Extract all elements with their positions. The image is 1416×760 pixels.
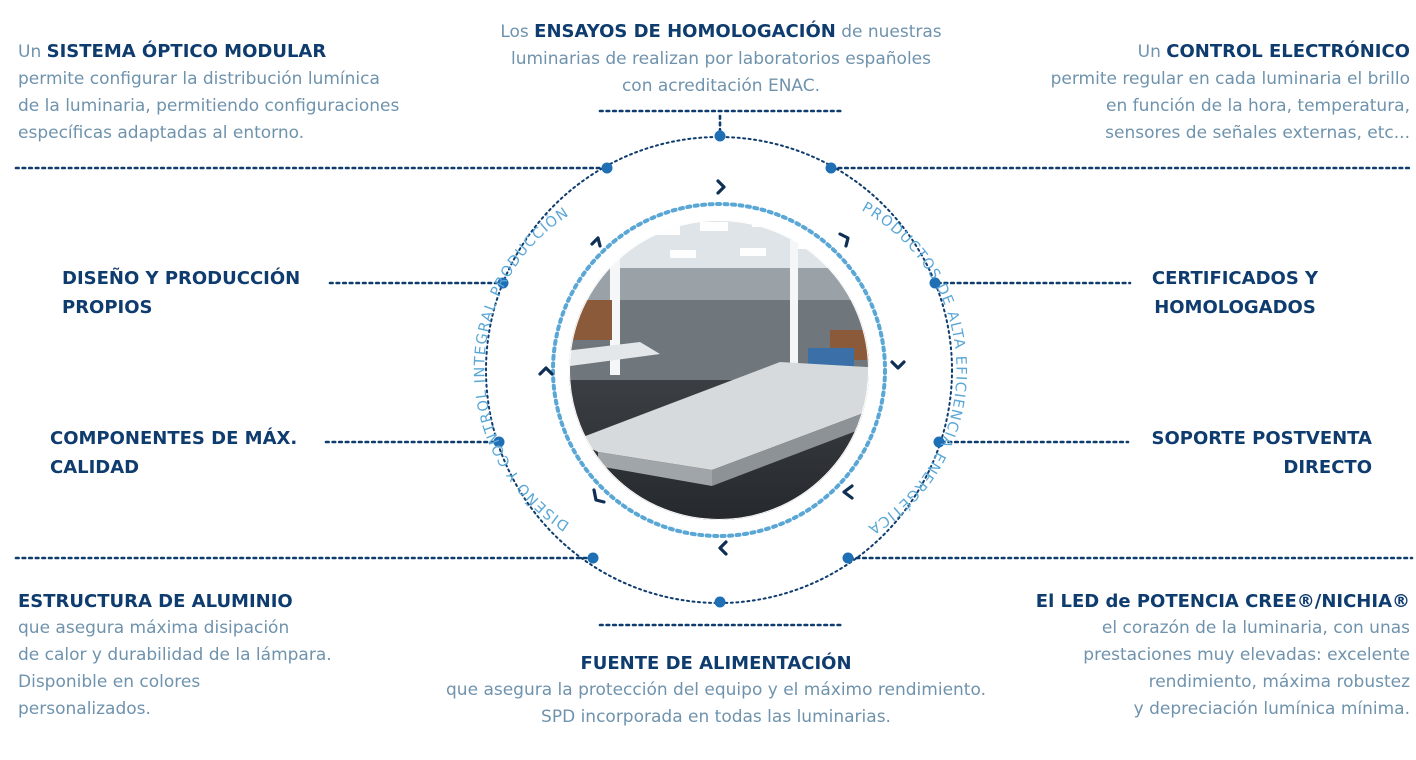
- optical-system-line: de la luminaria, permitiendo configuraci…: [18, 96, 400, 116]
- node-left-2: [493, 436, 505, 448]
- chevron-down-icon: [890, 360, 906, 370]
- node-bottom-right: [842, 552, 854, 564]
- led-line: rendimiento, máxima robustez: [1148, 672, 1410, 692]
- ring-chevrons: [538, 179, 906, 556]
- node-right-1: [929, 277, 941, 289]
- chevron-left-icon: [842, 484, 854, 500]
- certified-label: CERTIFICADOS Y HOMOLOGADOS: [1130, 264, 1340, 322]
- aluminium-line: que asegura máxima disipación: [18, 618, 290, 638]
- optical-system-line: específicas adaptadas al entorno.: [18, 123, 305, 143]
- heading-title: ENSAYOS DE HOMOLOGACIÓN: [534, 21, 836, 42]
- chevron-right-icon: [838, 232, 850, 248]
- label-line: COMPONENTES DE MÁX.: [50, 428, 298, 449]
- electronic-control-line: sensores de señales externas, etc...: [1105, 123, 1410, 143]
- ring-text-left: DISEÑO Y CONTROL INTEGRAL PRODUCCIÓN: [472, 205, 572, 534]
- label-line: DISEÑO Y PRODUCCIÓN: [62, 268, 301, 289]
- homologation-heading: Los ENSAYOS DE HOMOLOGACIÓN de nuestras: [456, 18, 986, 46]
- heading-title: CONTROL ELECTRÓNICO: [1166, 41, 1410, 62]
- own-design-label: DISEÑO Y PRODUCCIÓN PROPIOS: [62, 264, 300, 322]
- aluminium-structure-block: ESTRUCTURA DE ALUMINIO que asegura máxim…: [18, 588, 438, 723]
- label-line: CERTIFICADOS Y: [1151, 268, 1319, 289]
- heading-suffix: de nuestras: [835, 22, 942, 42]
- aluminium-line: de calor y durabilidad de la lámpara.: [18, 645, 332, 665]
- workshop-photo: [569, 220, 869, 520]
- led-line: el corazón de la luminaria, con unas: [1101, 618, 1410, 638]
- node-left-1: [497, 277, 509, 289]
- aluminium-line: Disponible en colores: [18, 672, 201, 692]
- label-line: DIRECTO: [1283, 457, 1372, 478]
- optical-system-block: Un SISTEMA ÓPTICO MODULAR permite config…: [18, 38, 458, 147]
- led-line: y depreciación lumínica mínima.: [1133, 699, 1410, 719]
- heading-prefix: Los: [500, 22, 535, 42]
- label-line: CALIDAD: [50, 457, 140, 478]
- heading-prefix: Un: [18, 42, 47, 62]
- node-bottom-left: [587, 552, 599, 564]
- node-bottom: [714, 596, 726, 608]
- chevron-up-icon: [590, 236, 602, 248]
- aluminium-heading: ESTRUCTURA DE ALUMINIO: [18, 591, 293, 612]
- power-supply-heading: FUENTE DE ALIMENTACIÓN: [580, 653, 852, 674]
- separator-lines: [14, 109, 1414, 627]
- electronic-control-heading: Un CONTROL ELECTRÓNICO: [950, 38, 1410, 66]
- aluminium-line: personalizados.: [18, 699, 151, 719]
- node-top-right: [825, 162, 837, 174]
- label-line: PROPIOS: [62, 297, 153, 318]
- ring-nodes: [493, 130, 945, 608]
- electronic-control-line: permite regular en cada luminaria el bri…: [1050, 69, 1410, 89]
- inner-ring: [551, 202, 887, 538]
- chevron-up-icon: [538, 366, 554, 376]
- homologation-line: luminarias de realizan por laboratorios …: [511, 49, 931, 69]
- chevron-left-icon: [718, 540, 728, 556]
- electronic-control-line: en función de la hora, temperatura,: [1106, 96, 1410, 116]
- after-sales-label: SOPORTE POSTVENTA DIRECTO: [1120, 424, 1373, 482]
- chevron-up-icon: [592, 488, 606, 504]
- ring-text-right: PRODUCTOS DE ALTA EFICIENCIA ENERGÉTICA: [859, 200, 968, 538]
- electronic-control-block: Un CONTROL ELECTRÓNICO permite regular e…: [950, 38, 1410, 147]
- label-line: HOMOLOGADOS: [1154, 297, 1316, 318]
- node-top-left: [601, 162, 613, 174]
- led-heading: El LED de POTENCIA CREE®/NICHIA®: [1035, 591, 1410, 612]
- homologation-line: con acreditación ENAC.: [621, 76, 821, 96]
- heading-prefix: Un: [1137, 42, 1167, 62]
- quality-components-label: COMPONENTES DE MÁX. CALIDAD: [50, 424, 297, 482]
- led-block: El LED de POTENCIA CREE®/NICHIA® el cora…: [990, 588, 1410, 723]
- led-line: prestaciones muy elevadas: excelente: [1083, 645, 1410, 665]
- optical-system-line: permite configurar la distribución lumín…: [18, 69, 380, 89]
- power-supply-line: SPD incorporada en todas las luminarias.: [541, 707, 891, 727]
- power-supply-block: FUENTE DE ALIMENTACIÓN que asegura la pr…: [396, 650, 1036, 731]
- power-supply-line: que asegura la protección del equipo y e…: [446, 680, 986, 700]
- node-top: [714, 130, 726, 142]
- optical-system-heading: Un SISTEMA ÓPTICO MODULAR: [18, 38, 458, 66]
- heading-title: SISTEMA ÓPTICO MODULAR: [46, 41, 327, 62]
- label-line: SOPORTE POSTVENTA: [1151, 428, 1373, 449]
- chevron-right-icon: [716, 179, 726, 195]
- homologation-tests-block: Los ENSAYOS DE HOMOLOGACIÓN de nuestras …: [456, 18, 986, 100]
- node-right-2: [933, 436, 945, 448]
